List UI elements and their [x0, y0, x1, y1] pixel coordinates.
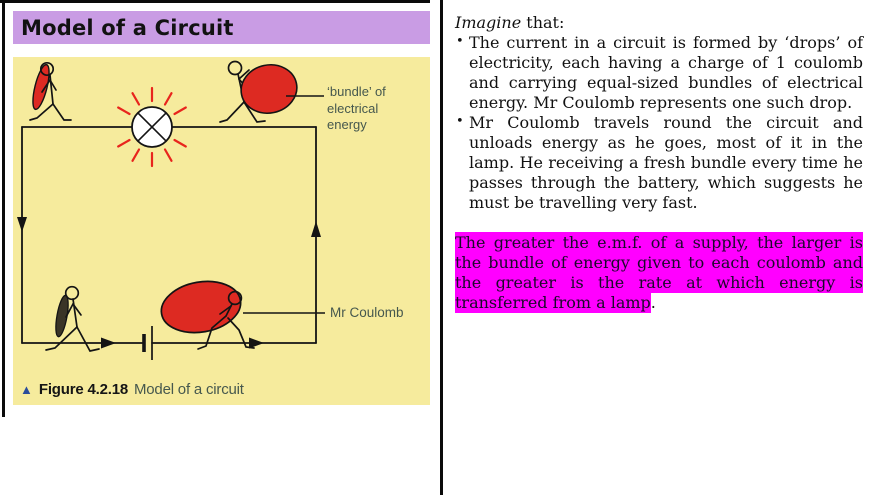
highlight-mark: The greater the e.m.f. of a supply, the …	[455, 232, 863, 313]
stick-figure-bottom-left	[45, 285, 100, 352]
lamp-rays	[117, 86, 187, 168]
frame-top-line	[0, 0, 430, 3]
title-bar: Model of a Circuit	[13, 11, 430, 44]
deflated-bundle	[32, 63, 50, 111]
intro-italic-word: Imagine	[455, 13, 522, 32]
circuit-figure: ‘bundle’ of electrical energy Mr Coulomb…	[13, 57, 430, 405]
text-panel: Imagine that: The current in a circuit i…	[443, 0, 880, 495]
bullet-item-1: The current in a circuit is formed by ‘d…	[455, 32, 863, 113]
frame-left-line	[2, 0, 5, 417]
current-flow-arrows	[17, 217, 321, 349]
figure-number: Figure 4.2.18	[38, 381, 128, 398]
battery-icon	[142, 326, 153, 360]
circuit-diagram	[17, 60, 325, 360]
bullet-list: The current in a circuit is formed by ‘d…	[455, 32, 863, 213]
empty-sack	[55, 294, 69, 338]
mr-coulomb-label: Mr Coulomb	[330, 305, 404, 320]
intro-rest: that:	[521, 13, 565, 32]
flow-arrow-left-down	[17, 217, 27, 232]
bundle-label: ‘bundle’ of electrical energy	[327, 84, 386, 132]
bullet-item-2: Mr Coulomb travels round the circuit and…	[455, 112, 863, 213]
column-divider	[440, 0, 443, 495]
stick-figure-top-left	[29, 61, 72, 121]
figure-caption: ▲ Figure 4.2.18 Model of a circuit	[20, 381, 244, 398]
caption-triangle-icon: ▲	[20, 382, 33, 397]
flow-arrow-bottom-left	[101, 337, 116, 349]
flow-arrow-right-up	[311, 221, 321, 237]
lamp-icon	[131, 106, 173, 148]
stick-figure-top-right	[219, 60, 324, 123]
flow-arrow-bottom-right	[249, 337, 264, 349]
highlight-suffix: .	[650, 293, 656, 312]
coulomb-bundle	[160, 280, 242, 334]
figure-caption-text: Model of a circuit	[133, 381, 244, 398]
page-title: Model of a Circuit	[21, 15, 234, 40]
energy-bundle	[240, 64, 298, 114]
highlighted-paragraph: The greater the e.m.f. of a supply, the …	[455, 232, 863, 313]
intro-line: Imagine that:	[455, 13, 863, 33]
stick-figure-bottom-right	[160, 280, 325, 350]
